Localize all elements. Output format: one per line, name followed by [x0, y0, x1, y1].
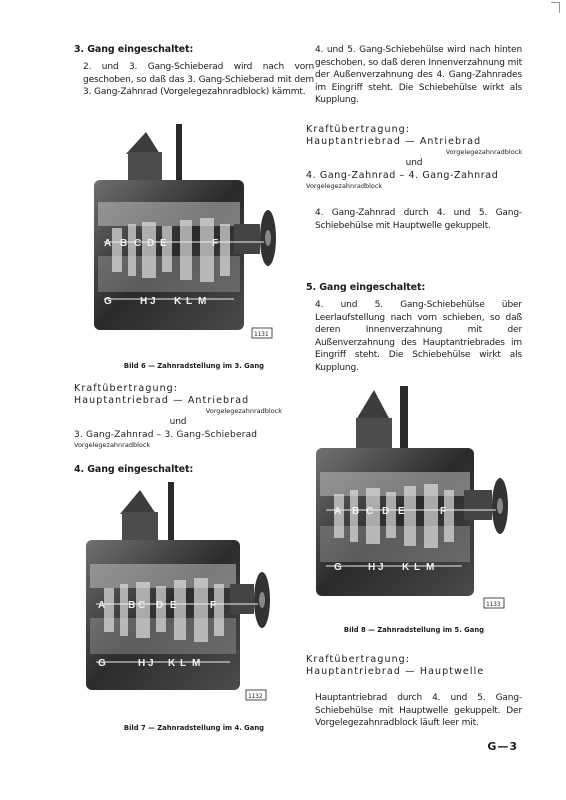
fig8-ref: 1133	[486, 601, 501, 608]
kraft3-title: Kraftübertragung:	[74, 383, 179, 394]
label-f: F	[440, 506, 446, 517]
kraft3-und: und	[169, 417, 187, 427]
label-l: L	[186, 296, 192, 307]
fig7-labels-top: A B C D E F	[98, 600, 216, 611]
gearbox-image-8: A B C D E F G H J K L M 1133	[316, 386, 508, 609]
label-d: D	[382, 506, 389, 517]
figure-7: A B C D E F G H J K L M 1132	[80, 482, 280, 716]
gear4-text: 4. und 5. Gang-Schiebehülse wird nach hi…	[315, 45, 522, 106]
label-c: C	[134, 238, 141, 249]
kraft4-line1: Hauptantriebrad — Antriebrad	[306, 136, 482, 147]
label-f: F	[210, 600, 216, 611]
gearbox-image-6: A B C D E F G H J K L M 1131	[94, 124, 276, 339]
label-j: J	[378, 562, 384, 573]
label-c: C	[138, 600, 145, 611]
label-f: F	[212, 238, 218, 249]
label-j: J	[150, 296, 156, 307]
fig6-labels-top: A B C D E F	[104, 238, 218, 249]
fig8-caption: Bild 8 — Zahnradstellung im 5. Gang	[343, 626, 485, 634]
label-a: A	[98, 600, 105, 611]
fig7-ref: 1132	[248, 693, 263, 700]
label-e: E	[160, 238, 167, 249]
label-e: E	[398, 506, 405, 517]
figure-6: A B C D E F G H J K L M 1131	[84, 124, 284, 358]
final-text: Hauptantriebrad durch 4. und 5. Gang-Sch…	[315, 693, 522, 729]
gear3-text: 2. und 3. Gang-Schieberad wird nach vorn…	[83, 62, 314, 98]
label-b: B	[120, 238, 127, 249]
kraft4-und: und	[405, 158, 423, 168]
fig8-labels-top: A B C D E F	[334, 506, 446, 517]
kraft3-line2: 3. Gang-Zahnrad – 3. Gang-Schieberad	[74, 429, 258, 440]
kraft4-sub2: Vorgelegezahnradblock	[306, 181, 383, 190]
final-block: Hauptantriebrad durch 4. und 5. Gang-Sch…	[306, 692, 522, 730]
label-h: H	[138, 658, 145, 669]
label-d: D	[156, 600, 163, 611]
label-a: A	[104, 238, 111, 249]
figure-8: A B C D E F G H J K L M 1133	[312, 386, 518, 620]
label-k: K	[168, 658, 176, 669]
kraft4-line2: 4. Gang-Zahnrad – 4. Gang-Zahnrad	[306, 169, 499, 181]
label-k: K	[402, 562, 410, 573]
gear3-heading: 3. Gang eingeschaltet:	[74, 44, 194, 55]
label-h: H	[368, 562, 375, 573]
kraft4-title: Kraftübertragung:	[306, 124, 411, 135]
gearbox-image-7: A B C D E F G H J K L M 1132	[86, 482, 270, 701]
label-g: G	[104, 296, 112, 307]
label-b: B	[128, 600, 135, 611]
gear4-coupled: 4. Gang-Zahnrad durch 4. und 5. Gang-Sch…	[315, 208, 522, 231]
label-g: G	[334, 562, 342, 573]
label-e: E	[170, 600, 177, 611]
label-d: D	[147, 238, 154, 249]
kraft5-block: Kraftübertragung: Hauptantriebrad — Haup…	[306, 654, 522, 678]
gear4-text-block: 4. und 5. Gang-Schiebehülse wird nach hi…	[306, 44, 522, 107]
kraft3-block: Kraftübertragung: Hauptantriebrad — Antr…	[74, 383, 282, 450]
gear5-section: 5. Gang eingeschaltet: 4. und 5. Gang-Sc…	[306, 282, 522, 375]
kraft3-sub1: Vorgelegezahnradblock	[205, 407, 282, 415]
fig6-ref: 1131	[254, 331, 269, 338]
label-j: J	[148, 658, 154, 669]
fig7-caption: Bild 7 — Zahnradstellung im 4. Gang	[123, 724, 265, 732]
label-b: B	[352, 506, 359, 517]
fig6-caption: Bild 6 — Zahnradstellung im 3. Gang	[123, 362, 265, 370]
kraft5-title: Kraftübertragung:	[306, 654, 411, 665]
label-a: A	[334, 506, 341, 517]
crop-mark	[551, 2, 560, 13]
fig8-labels-bottom: G H J K L M	[334, 562, 434, 573]
label-c: C	[366, 506, 373, 517]
label-k: K	[174, 296, 182, 307]
label-l: L	[414, 562, 420, 573]
label-h: H	[140, 296, 147, 307]
gear5-text: 4. und 5. Gang-Schiebehülse über Leerlau…	[315, 300, 522, 373]
kraft3-sub2: Vorgelegezahnradblock	[74, 441, 151, 450]
gear4-section: 4. Gang eingeschaltet:	[74, 464, 314, 481]
label-m: M	[198, 296, 206, 307]
gear4-coupled-block: 4. Gang-Zahnrad durch 4. und 5. Gang-Sch…	[306, 207, 522, 232]
label-m: M	[192, 658, 200, 669]
kraft4-sub1: Vorgelegezahnradblock	[445, 148, 522, 156]
label-g: G	[98, 658, 106, 669]
page-number: G—3	[487, 740, 518, 753]
fig7-labels-bottom: G H J K L M	[98, 658, 200, 669]
gear4-heading: 4. Gang eingeschaltet:	[74, 464, 194, 475]
gear5-heading: 5. Gang eingeschaltet:	[306, 282, 426, 293]
kraft3-line1: Hauptantriebrad — Antriebrad	[74, 395, 250, 406]
kraft4-block: Kraftübertragung: Hauptantriebrad — Antr…	[306, 124, 522, 191]
gear3-section: 3. Gang eingeschaltet: 2. und 3. Gang-Sc…	[74, 44, 314, 99]
fig6-labels-bottom: G H J K L M	[104, 296, 206, 307]
kraft5-line1: Hauptantriebrad — Hauptwelle	[306, 666, 485, 677]
label-m: M	[426, 562, 434, 573]
label-l: L	[180, 658, 186, 669]
